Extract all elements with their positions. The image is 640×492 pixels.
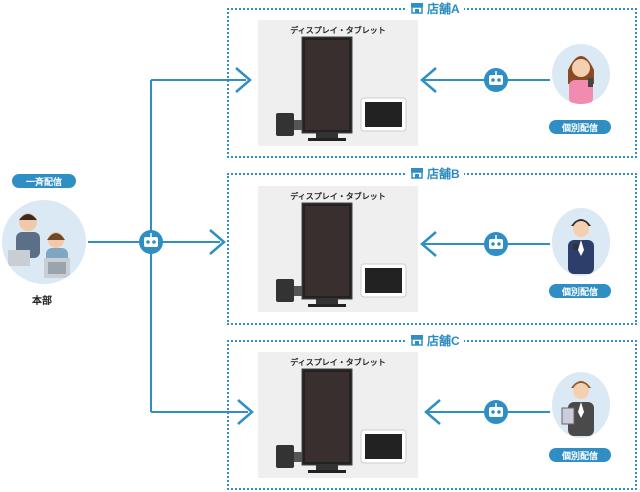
hq-avatar <box>2 200 86 284</box>
display-icon <box>301 368 353 473</box>
individual-badge-c: 個別配信 <box>549 448 611 462</box>
arrow-icon <box>235 67 252 93</box>
robot-icon <box>484 232 508 256</box>
hq-label: 本部 <box>32 296 52 307</box>
store-icon <box>411 3 423 14</box>
arrow-icon <box>209 229 226 255</box>
device-panel-a: ディスプレイ・タブレット <box>258 20 418 146</box>
arrow-icon <box>424 399 441 425</box>
individual-badge-label: 個別配信 <box>561 286 598 297</box>
store-c-label: 店舗C <box>406 332 464 348</box>
individual-badge-label: 個別配信 <box>561 450 598 461</box>
tablet-icon <box>360 263 407 298</box>
store-icon <box>411 168 423 179</box>
store-a-label: 店舗A <box>406 0 464 16</box>
staff-illustration <box>561 381 594 436</box>
store-b-staff-avatar <box>552 208 610 276</box>
office-staff-illustration <box>8 213 70 278</box>
store-c-name: 店舗C <box>427 333 460 348</box>
arrow-icon <box>420 231 437 257</box>
store-c-staff-avatar <box>552 372 610 438</box>
device-panel-c: ディスプレイ・タブレット <box>258 352 418 478</box>
store-a-staff-avatar <box>552 44 610 104</box>
tablet-icon <box>360 97 407 132</box>
display-icon <box>301 36 353 141</box>
individual-badge-a: 個別配信 <box>549 120 611 134</box>
tablet-icon <box>360 429 407 464</box>
display-icon <box>301 202 353 307</box>
arrow-icon <box>420 67 437 93</box>
device-panel-b: ディスプレイ・タブレット <box>258 186 418 312</box>
robot-icon <box>484 68 508 92</box>
robot-icon <box>139 230 163 254</box>
individual-badge-label: 個別配信 <box>561 122 598 133</box>
broadcast-badge-label: 一斉配信 <box>25 176 62 187</box>
panel-title: ディスプレイ・タブレット <box>290 26 386 35</box>
arrow-icon <box>237 399 254 425</box>
media-player-icon <box>276 113 302 136</box>
broadcast-badge: 一斉配信 <box>12 174 76 188</box>
staff-illustration <box>568 219 594 274</box>
store-b-label: 店舗B <box>406 165 464 181</box>
media-player-icon <box>276 445 302 468</box>
staff-illustration <box>568 56 594 104</box>
store-a-name: 店舗A <box>427 1 460 16</box>
individual-badge-b: 個別配信 <box>549 284 611 298</box>
robot-icon <box>484 400 508 424</box>
store-icon <box>411 335 423 346</box>
panel-title: ディスプレイ・タブレット <box>290 192 386 201</box>
store-b-name: 店舗B <box>427 166 460 181</box>
media-player-icon <box>276 279 302 302</box>
panel-title: ディスプレイ・タブレット <box>290 358 386 367</box>
